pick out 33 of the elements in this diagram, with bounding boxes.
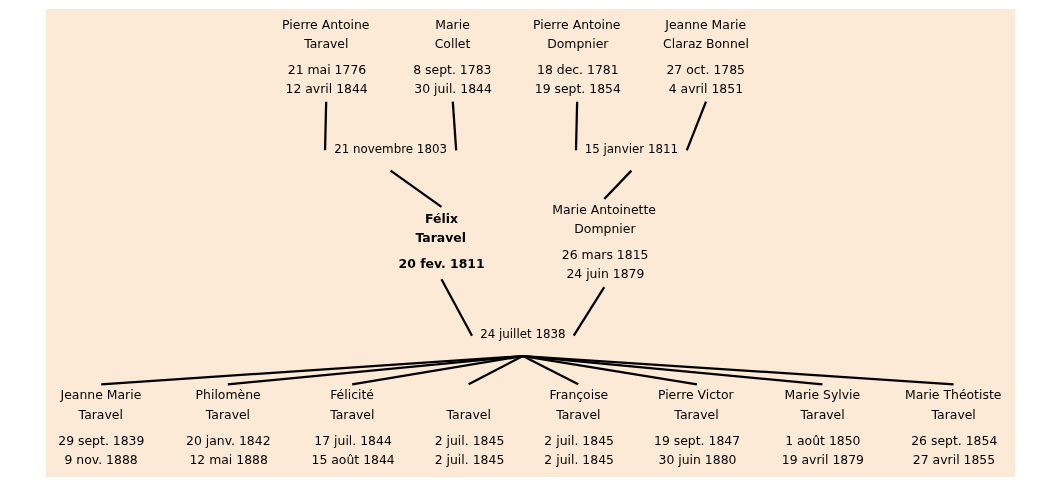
connector <box>440 278 473 336</box>
node-text: Jeanne Marie Claraz Bonnel 27 oct. 1785 4 avril 1851 <box>662 16 749 96</box>
connector <box>389 169 442 208</box>
connector <box>323 101 327 150</box>
node-text: 24 juillet 1838 <box>479 326 566 341</box>
node-text: 21 novembre 1803 <box>333 141 447 156</box>
connector <box>522 354 697 385</box>
node-text: Jeanne Marie Taravel 29 sept. 1839 9 nov. 1888 <box>57 386 144 467</box>
connector <box>522 354 954 385</box>
node-text: Pierre Antoine Dompnier 18 dec. 1781 19 sept. 1854 <box>532 16 621 96</box>
connector <box>100 354 523 385</box>
node-text: Félix Taravel 20 fev. 1811 <box>398 210 485 271</box>
connector <box>451 101 457 150</box>
connector <box>521 354 579 385</box>
node-text: Marie Collet 8 sept. 1783 30 juil. 1844 <box>412 16 492 96</box>
connector <box>602 169 632 200</box>
connector <box>351 354 523 385</box>
connector <box>574 101 578 150</box>
node-text: 15 janvier 1811 <box>584 141 678 156</box>
connector <box>572 286 605 336</box>
node-text: Pierre Antoine Taravel 21 mai 1776 12 avril 1844 <box>281 16 370 96</box>
connector <box>522 354 823 385</box>
node-text: Françoise Taravel 2 juil. 1845 2 juil. 1845 <box>543 386 614 467</box>
connector <box>467 354 523 385</box>
connector <box>227 354 523 385</box>
node-text: Marie Théotiste Taravel 26 sept. 1854 27 avril 1855 <box>904 386 1001 467</box>
node-text: Taravel 2 juil. 1845 2 juil. 1845 <box>434 406 504 467</box>
node-text: Philomène Taravel 20 janv. 1842 12 mai 1888 <box>185 386 271 467</box>
node-text: Marie Antoinette Dompnier 26 mars 1815 24 juin 1879 <box>551 201 656 281</box>
node-text: Pierre Victor Taravel 19 sept. 1847 30 juin 1880 <box>653 386 740 467</box>
connector <box>685 100 707 151</box>
node-text: Félicité Taravel 17 juil. 1844 15 août 1844 <box>310 386 395 467</box>
node-text: Marie Sylvie Taravel 1 août 1850 19 avril 1879 <box>781 386 864 467</box>
